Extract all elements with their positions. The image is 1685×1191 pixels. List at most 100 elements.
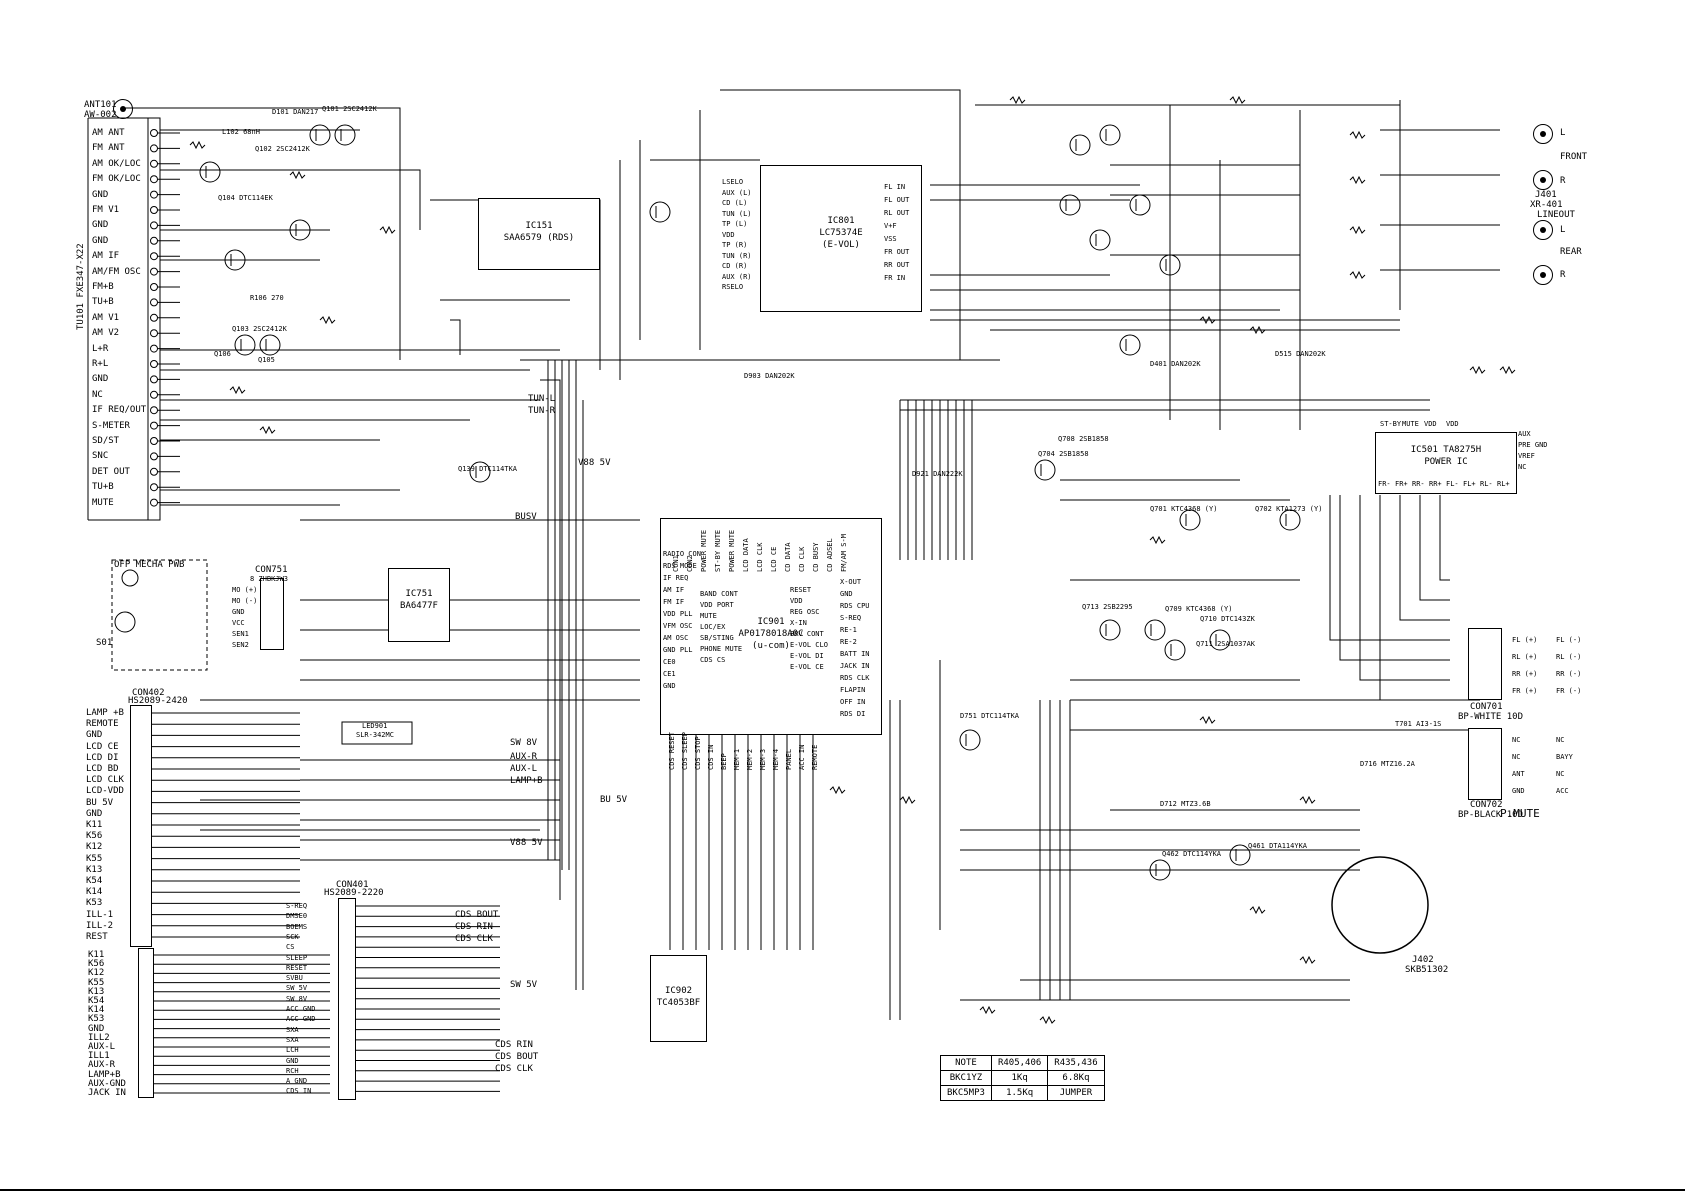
tuner-module-ref: TU101 FXE347-X22: [76, 243, 86, 330]
tuner-pin-label: AM ANT: [92, 128, 125, 138]
tuner-pin-dot: [150, 175, 158, 184]
ic901-pin-label: VDD PLL: [663, 610, 693, 618]
ic901-pin-label: POWER MUTE: [700, 529, 708, 572]
ref-d921: D921 DAN222K: [912, 470, 963, 478]
ic901-pin-label: RE-1: [840, 626, 857, 634]
transistor-symbol: [1034, 459, 1056, 481]
ic901-pin-label: AM IF: [663, 586, 685, 594]
ic901-pin-label: MEM-1: [733, 748, 741, 770]
tuner-pin-label: S-METER: [92, 420, 130, 431]
bottom-connector-pin-label: K53: [88, 1014, 105, 1025]
ref-q713: Q713 2SB2295: [1082, 603, 1133, 611]
tuner-pin-label: AM IF: [92, 251, 120, 262]
transistor-symbol: [1144, 619, 1166, 641]
con401-pin-label: SW 5V: [286, 984, 308, 993]
resistor-symbol: [289, 170, 306, 180]
ic901-pin-label: GND: [840, 590, 853, 598]
resistor-symbol: [1199, 715, 1216, 725]
con402-pin-label: LCD CLK: [86, 775, 124, 786]
note-cell: 1Kq: [990, 1070, 1049, 1086]
con401-pin-label: A GND: [286, 1077, 308, 1086]
tuner-pin-label: R+L: [92, 359, 109, 369]
ic801-sub: (E-VOL): [822, 240, 860, 250]
con702-part: BP-BLACK 10D: [1458, 810, 1524, 820]
bottom-connector-pin-label: JACK IN: [88, 1088, 126, 1098]
transistor-symbol: [1279, 509, 1301, 531]
ic901-pin-label: CD BUSY: [812, 542, 820, 572]
resistor-symbol: [1499, 365, 1516, 375]
con402-pin-label: BU 5V: [86, 797, 114, 808]
con401-pin-label: SXA: [286, 1025, 299, 1034]
ic901-pin-label: CDS STOP: [694, 736, 702, 770]
bottom-connector-pin-label: AUX-L: [88, 1042, 116, 1052]
con701-part: BP-WHITE 10D: [1458, 712, 1524, 722]
ic901-pin-label: PHONE MUTE: [700, 645, 743, 653]
ic901-pin-label: CDS RESET: [668, 732, 676, 770]
tuner-pin-label: TU+B: [92, 297, 114, 308]
con402-pin-label: K11: [86, 820, 103, 830]
con401-box: [338, 898, 356, 1100]
ref-d712: D712 MTZ3.6B: [1160, 800, 1211, 808]
j402-ref: J402: [1412, 955, 1434, 965]
con402-pin-label: K56: [86, 831, 103, 842]
con701-pin-label: FL (-): [1556, 636, 1582, 644]
ic901-pin-label: BAND CONT: [700, 590, 738, 598]
tuner-pin-dot: [150, 360, 158, 368]
ic801-pin-label: V+F: [884, 222, 897, 230]
con401-pin-label: BOEMS: [286, 922, 308, 931]
con402-pin-label: GND: [86, 730, 103, 741]
ic801-pin-label: TUN (R): [722, 251, 752, 260]
con751-pin-label: MO (+): [232, 586, 258, 594]
ic801-pin-label: VDD: [722, 230, 735, 239]
part-q139: Q139 DTC114TKA: [458, 465, 518, 473]
lineout-label: LINEOUT: [1537, 210, 1575, 220]
front-r-jack-icon[interactable]: [1533, 170, 1553, 190]
transistor-symbol: [199, 161, 221, 183]
con401-pin-label: SCK: [286, 932, 299, 941]
resistor-symbol: [829, 785, 846, 795]
tuner-pin-label: SD/ST: [92, 436, 120, 446]
resistor-symbol: [1349, 225, 1366, 235]
ic501-pin-label: ST-BY: [1380, 420, 1402, 428]
bottom-connector-pin-label: K56: [88, 959, 105, 970]
ic801-pin-label: FR OUT: [884, 248, 910, 256]
ic501-pin-label: VREF: [1518, 452, 1535, 460]
ic501-ref: IC501 TA8275H: [1410, 445, 1482, 455]
ic902-chip: IC902 TC4053BF: [650, 955, 707, 1042]
tuner-pin-label: NC: [92, 389, 103, 400]
transistor-symbol: [1179, 509, 1201, 531]
ic901-pin-label: S-REQ: [840, 614, 862, 622]
bus-tun-r: TUN-R: [528, 406, 556, 416]
ic901-pin-label: X-OUT: [840, 578, 862, 586]
con401-pin-label: SLEEP: [286, 953, 308, 962]
ic901-pin-label: FLAPIN: [840, 686, 866, 694]
rear-l-jack-icon[interactable]: [1533, 220, 1553, 240]
bottom-connector-pin-label: AUX-GND: [88, 1078, 126, 1089]
rear-r-jack-icon[interactable]: [1533, 265, 1553, 285]
transistor-symbol: [334, 124, 356, 146]
front-l-jack-icon[interactable]: [1533, 124, 1553, 144]
bus-aux-r: AUX-R: [510, 752, 538, 762]
ic801-chip: IC801 LC75374E (E-VOL): [760, 165, 922, 312]
ic501-pin-label: NC: [1518, 463, 1527, 471]
con701-pin-label: RR (+): [1512, 670, 1538, 678]
bus-v88-5v: V88 5V: [578, 458, 611, 468]
tuner-pin-dot: [150, 452, 158, 461]
transistor-symbol: [959, 729, 981, 751]
transistor-symbol: [1089, 229, 1111, 251]
con402-pin-label: K53: [86, 898, 103, 909]
bottom-connector-pin-label: AUX-R: [88, 1060, 116, 1071]
con402-ref: CON402: [132, 688, 165, 698]
ic901-pin-label: VDD PORT: [700, 601, 734, 609]
ic751-ref: IC751: [405, 589, 433, 599]
con402-pin-label: LAMP +B: [86, 708, 124, 718]
note-cell: JUMPER: [1047, 1085, 1105, 1101]
antenna-jack-icon: [113, 99, 133, 119]
transistor-symbol: [1099, 619, 1121, 641]
ic801-pin-label: VSS: [884, 235, 897, 243]
ref-d401: D401 DAN202K: [1150, 360, 1201, 368]
bottom-connector-pin-label: K12: [88, 968, 105, 979]
ref-q462: Q462 DTC114YKA: [1162, 850, 1222, 858]
tuner-pin-dot: [150, 483, 158, 492]
ic902-ref: IC902: [664, 986, 693, 996]
